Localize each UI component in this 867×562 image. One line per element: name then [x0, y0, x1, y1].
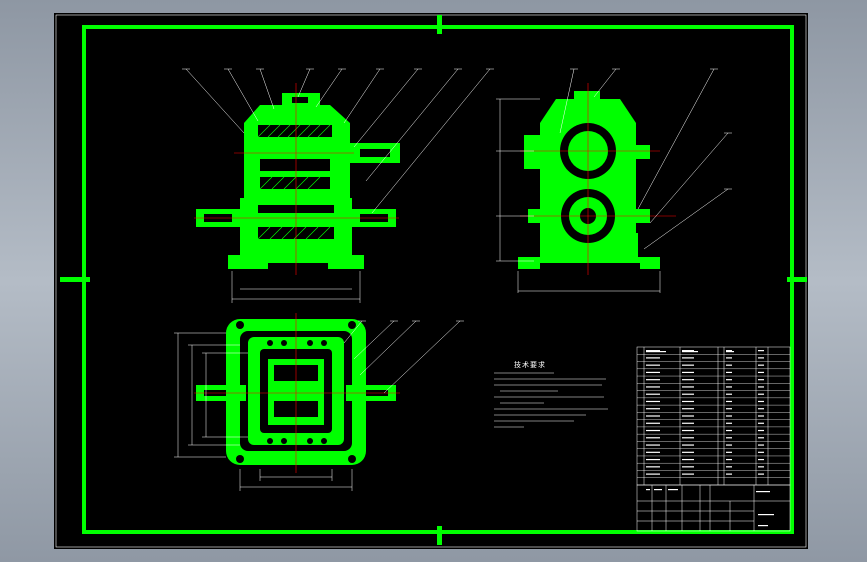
drawing-sheet: 技术要求: [54, 13, 808, 549]
cad-drawing: [55, 14, 807, 548]
parts-row-text: [682, 458, 694, 461]
parts-row-text: [726, 364, 732, 366]
parts-row-text: [682, 473, 694, 475]
parts-row-text: [682, 379, 694, 381]
parts-row-text: [726, 386, 732, 388]
parts-row-text: [758, 350, 764, 352]
parts-row-text: [758, 408, 764, 410]
parts-row-text: [646, 458, 660, 461]
parts-row-text: [726, 350, 732, 352]
parts-row-text: [682, 415, 694, 417]
parts-row-text: [726, 415, 732, 417]
parts-row-text: [646, 415, 660, 417]
parts-list-text-marks: [646, 351, 774, 527]
parts-row-text: [726, 357, 732, 359]
parts-row-text: [726, 466, 732, 468]
parts-row-text: [758, 386, 764, 388]
parts-row-text: [646, 386, 660, 388]
front-view: [182, 68, 494, 303]
center-mark-bottom: [437, 526, 442, 545]
parts-row-text: [646, 429, 660, 432]
parts-list-table: [636, 346, 791, 486]
parts-row-text: [758, 357, 764, 359]
parts-row-text: [758, 473, 764, 475]
side-view: [496, 68, 732, 293]
parts-row-text: [682, 393, 694, 395]
parts-row-text: [726, 444, 732, 446]
parts-row-text: [758, 451, 764, 453]
parts-row-text: [726, 429, 732, 432]
parts-row-text: [758, 444, 764, 446]
parts-row-text: [726, 473, 732, 475]
parts-row-text: [726, 422, 732, 424]
parts-row-text: [726, 379, 732, 381]
title-block: [636, 484, 791, 532]
parts-row-text: [646, 357, 660, 359]
parts-row-text: [726, 458, 732, 461]
parts-row-text: [682, 357, 694, 359]
parts-list-rows: [637, 350, 790, 478]
parts-row-text: [682, 386, 694, 388]
center-mark-top: [437, 15, 442, 34]
tech-notes-lines: [494, 372, 608, 428]
parts-row-text: [758, 400, 764, 403]
parts-row-text: [646, 408, 660, 410]
parts-row-text: [758, 437, 764, 439]
parts-row-text: [682, 451, 694, 453]
parts-row-text: [682, 429, 694, 432]
parts-row-text: [646, 400, 660, 403]
parts-row-text: [646, 393, 660, 395]
drawing-frame: [82, 25, 794, 534]
parts-row-text: [682, 400, 694, 403]
parts-row-text: [758, 466, 764, 468]
parts-row-text: [646, 437, 660, 439]
parts-row-text: [646, 379, 660, 381]
parts-row-text: [758, 371, 764, 374]
parts-row-text: [646, 371, 660, 374]
parts-row-text: [726, 451, 732, 453]
parts-row-text: [758, 393, 764, 395]
parts-row-text: [726, 371, 732, 374]
parts-row-text: [758, 415, 764, 417]
parts-row-text: [646, 473, 660, 475]
parts-row-text: [646, 444, 660, 446]
parts-row-text: [646, 451, 660, 453]
parts-row-text: [726, 400, 732, 403]
parts-row-text: [682, 444, 694, 446]
parts-row-text: [726, 437, 732, 439]
parts-row-text: [682, 422, 694, 424]
parts-row-text: [758, 364, 764, 366]
parts-row-text: [682, 364, 694, 366]
top-view: [174, 313, 464, 491]
parts-row-text: [646, 422, 660, 424]
parts-row-text: [758, 458, 764, 461]
parts-row-text: [682, 371, 694, 374]
parts-row-text: [682, 437, 694, 439]
parts-row-text: [726, 393, 732, 395]
parts-row-text: [758, 379, 764, 381]
center-mark-right: [787, 277, 807, 282]
tech-notes-title: 技术要求: [514, 361, 546, 369]
parts-row-text: [758, 429, 764, 432]
parts-row-text: [682, 408, 694, 410]
center-mark-left: [60, 277, 90, 282]
parts-row-text: [758, 422, 764, 424]
parts-row-text: [646, 466, 660, 468]
parts-row-text: [682, 466, 694, 468]
parts-row-text: [646, 364, 660, 366]
parts-row-text: [646, 350, 660, 352]
parts-row-text: [726, 408, 732, 410]
parts-row-text: [682, 350, 694, 352]
